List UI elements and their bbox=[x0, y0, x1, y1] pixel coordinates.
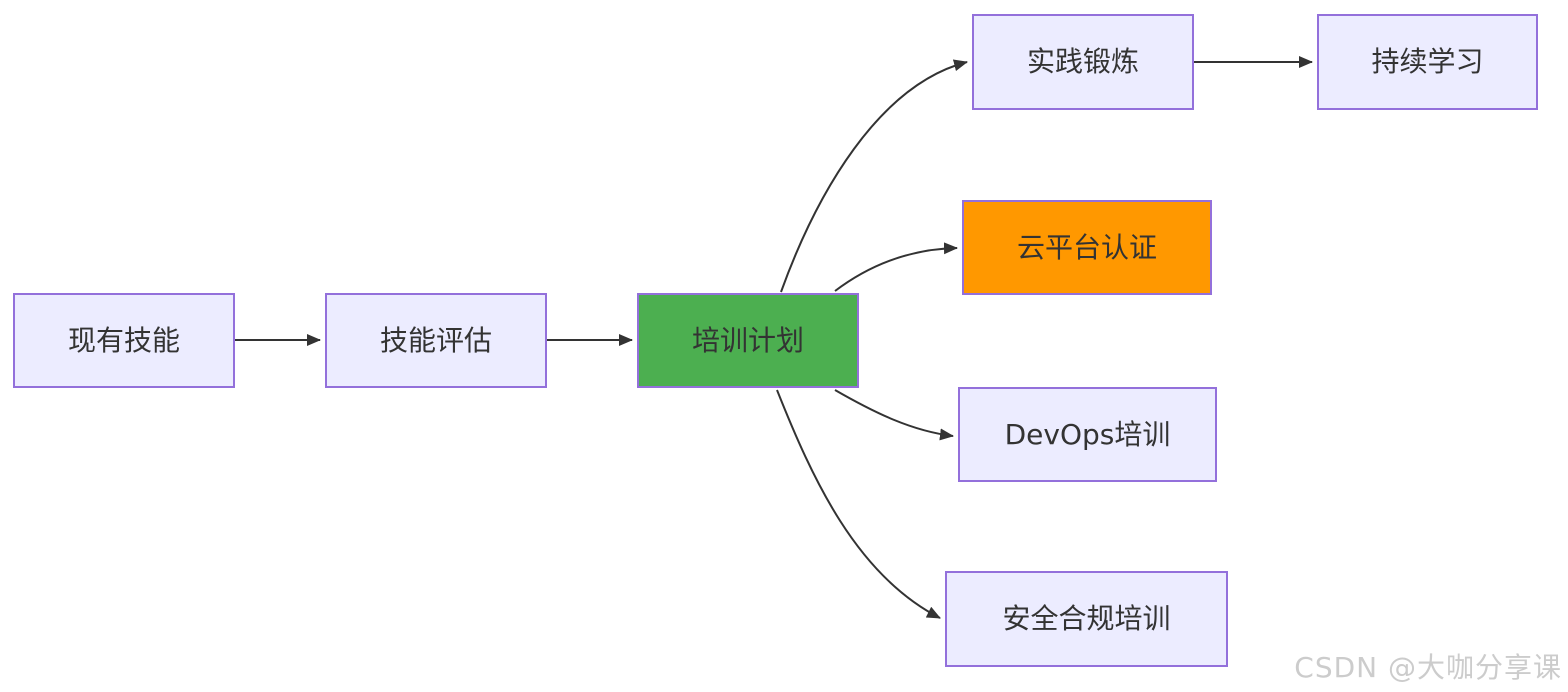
node-skill-assessment: 技能评估 bbox=[325, 293, 547, 388]
node-devops-training: DevOps培训 bbox=[958, 387, 1217, 482]
csdn-watermark: CSDN @大咖分享课 bbox=[1294, 651, 1562, 684]
edge-plan-to-security bbox=[776, 389, 941, 619]
node-cloud-cert: 云平台认证 bbox=[962, 200, 1212, 295]
edge-plan-to-cloudcert bbox=[834, 242, 958, 292]
node-security-training: 安全合规培训 bbox=[945, 571, 1228, 667]
edge-plan-to-devops bbox=[834, 389, 954, 441]
node-continuous-learning: 持续学习 bbox=[1317, 14, 1538, 110]
node-existing-skills: 现有技能 bbox=[13, 293, 235, 388]
edge-plan-to-practice bbox=[780, 59, 968, 293]
node-training-plan: 培训计划 bbox=[637, 293, 859, 388]
node-practice: 实践锻炼 bbox=[972, 14, 1194, 110]
